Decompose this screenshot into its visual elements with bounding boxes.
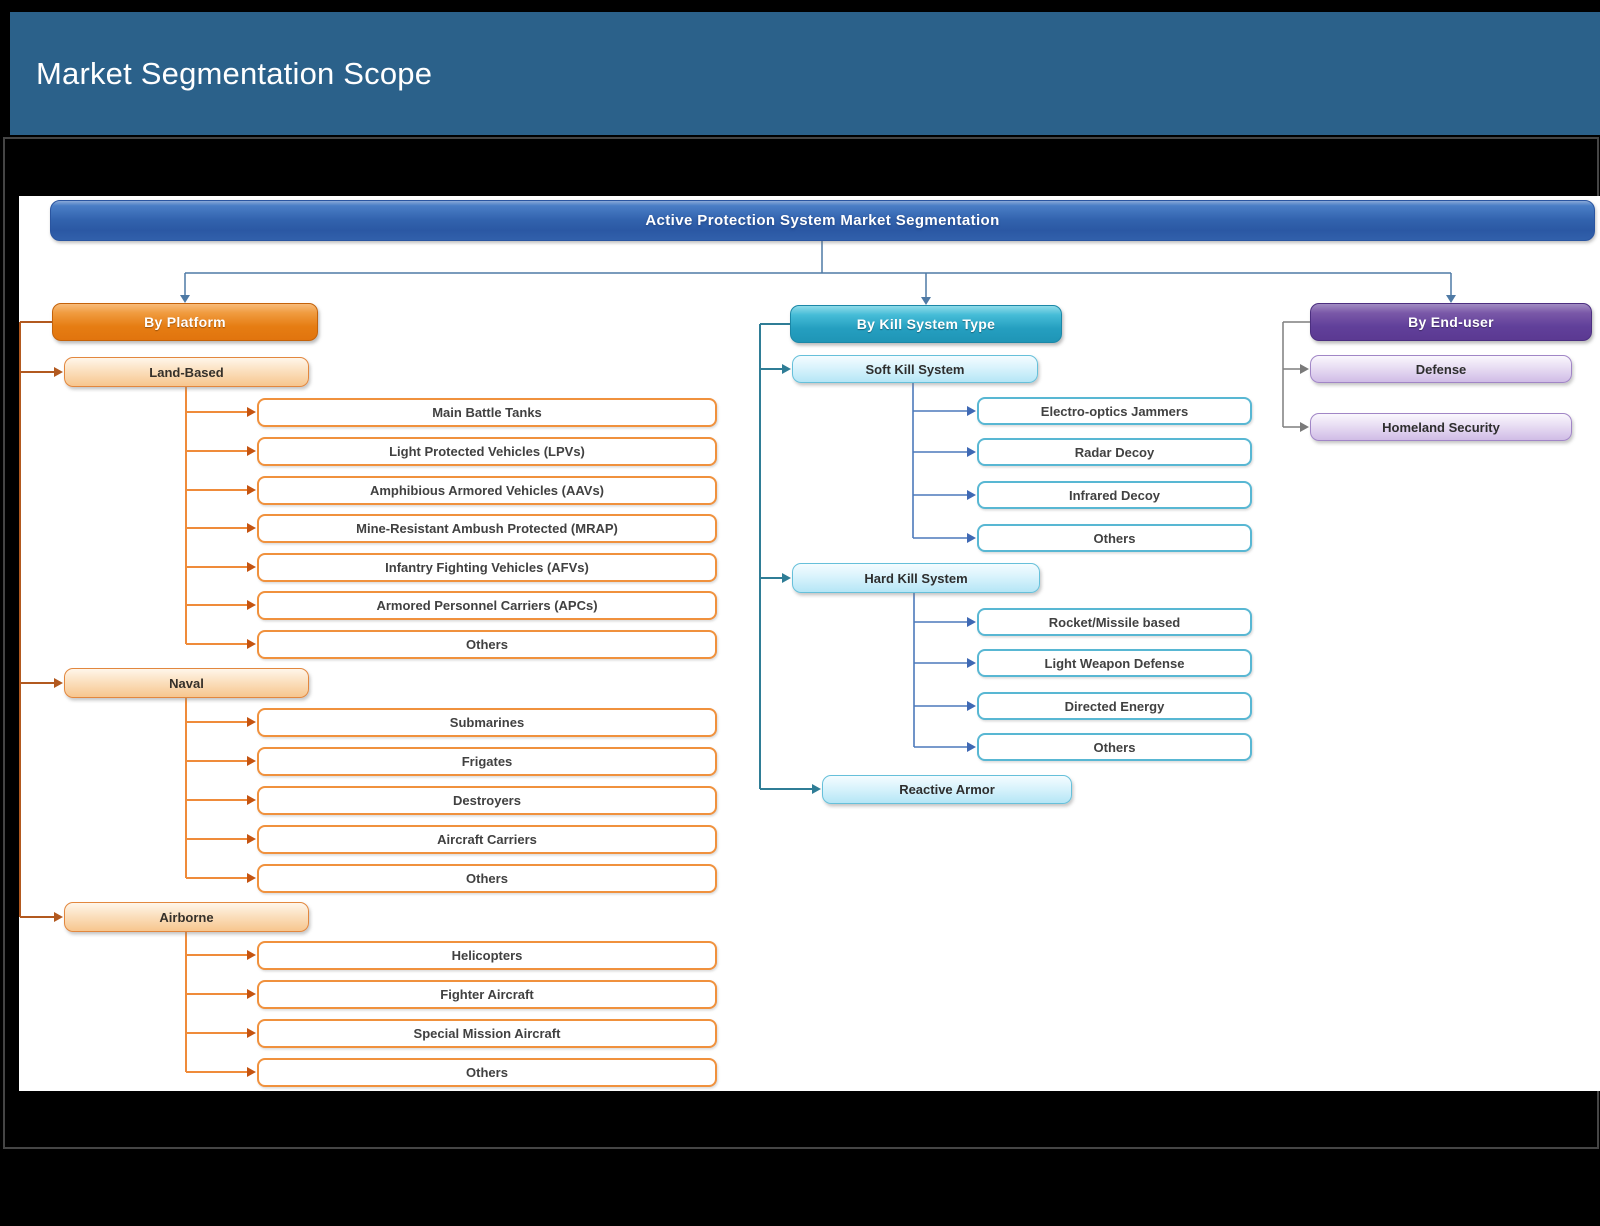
node-by-end-user: By End-user xyxy=(1310,303,1592,341)
node-defense: Defense xyxy=(1310,355,1572,383)
node-armored-personnel-carriers: Armored Personnel Carriers (APCs) xyxy=(257,591,717,620)
node-mrap: Mine-Resistant Ambush Protected (MRAP) xyxy=(257,514,717,543)
node-special-mission-aircraft: Special Mission Aircraft xyxy=(257,1019,717,1048)
node-naval: Naval xyxy=(64,668,309,698)
node-hard-kill-others: Others xyxy=(977,733,1252,761)
root-node: Active Protection System Market Segmenta… xyxy=(50,200,1595,241)
node-hard-kill-system: Hard Kill System xyxy=(792,563,1040,593)
node-by-kill-system-type: By Kill System Type xyxy=(790,305,1062,343)
node-soft-kill-others: Others xyxy=(977,524,1252,552)
node-main-battle-tanks: Main Battle Tanks xyxy=(257,398,717,427)
node-submarines: Submarines xyxy=(257,708,717,737)
node-by-platform: By Platform xyxy=(52,303,318,341)
node-soft-kill-system: Soft Kill System xyxy=(792,355,1038,383)
node-homeland-security: Homeland Security xyxy=(1310,413,1572,441)
node-infantry-fighting-vehicles: Infantry Fighting Vehicles (AFVs) xyxy=(257,553,717,582)
node-naval-others: Others xyxy=(257,864,717,893)
node-light-protected-vehicles: Light Protected Vehicles (LPVs) xyxy=(257,437,717,466)
node-electro-optics-jammers: Electro-optics Jammers xyxy=(977,397,1252,425)
node-reactive-armor: Reactive Armor xyxy=(822,775,1072,804)
node-land-based: Land-Based xyxy=(64,357,309,387)
node-aircraft-carriers: Aircraft Carriers xyxy=(257,825,717,854)
node-frigates: Frigates xyxy=(257,747,717,776)
node-helicopters: Helicopters xyxy=(257,941,717,970)
node-directed-energy: Directed Energy xyxy=(977,692,1252,720)
node-rocket-missile-based: Rocket/Missile based xyxy=(977,608,1252,636)
node-fighter-aircraft: Fighter Aircraft xyxy=(257,980,717,1009)
node-radar-decoy: Radar Decoy xyxy=(977,438,1252,466)
node-amphibious-armored-vehicles: Amphibious Armored Vehicles (AAVs) xyxy=(257,476,717,505)
node-airborne: Airborne xyxy=(64,902,309,932)
node-airborne-others: Others xyxy=(257,1058,717,1087)
node-light-weapon-defense: Light Weapon Defense xyxy=(977,649,1252,677)
page-header: Market Segmentation Scope xyxy=(10,12,1600,135)
node-land-others: Others xyxy=(257,630,717,659)
node-infrared-decoy: Infrared Decoy xyxy=(977,481,1252,509)
node-destroyers: Destroyers xyxy=(257,786,717,815)
page-title: Market Segmentation Scope xyxy=(36,55,433,91)
